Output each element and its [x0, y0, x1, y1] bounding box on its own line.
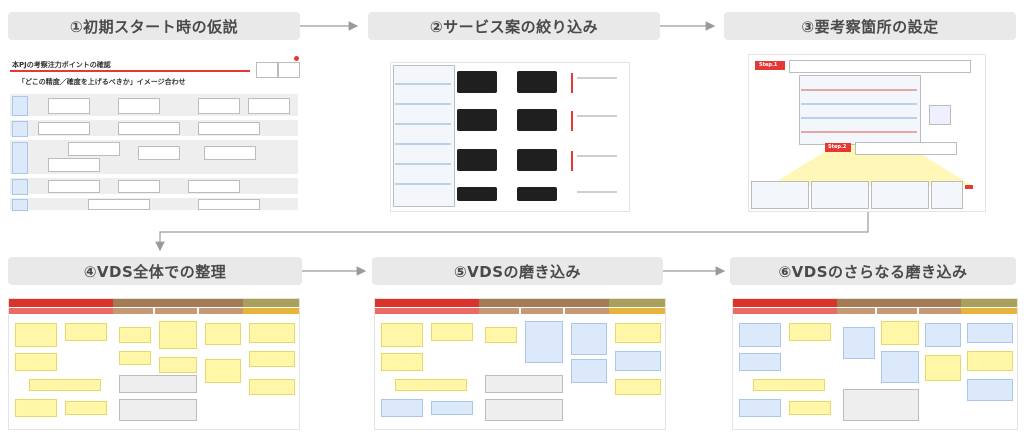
thumb1-box-d	[248, 98, 290, 114]
thumb2-dark-2	[457, 109, 497, 131]
thumb1-row-5-label	[12, 199, 28, 211]
thumb2-dark-1	[457, 71, 497, 93]
thumb1-box-m	[118, 180, 160, 193]
thumb3-mini-1	[751, 181, 809, 209]
thumb2-dark-6	[517, 109, 557, 131]
vds4-header-olive	[243, 299, 299, 307]
thumbnail-initial-hypothesis: 本PJの考察注力ポイントの確認 「どこの精度／確度を上げるべきか」イメージ合わせ	[8, 54, 302, 212]
step-label-5: ⑤VDSの磨き込み	[372, 257, 663, 285]
thumb2-dark-4	[457, 187, 497, 201]
step-label-2: ②サービス案の絞り込み	[368, 12, 660, 40]
thumb1-box-b	[118, 98, 160, 114]
step-label-3: ③要考察箇所の設定	[724, 12, 1016, 40]
thumb2-dark-7	[517, 149, 557, 171]
thumb1-box-n	[188, 180, 240, 193]
arrow-3-4	[155, 210, 869, 252]
thumb3-mini-3	[871, 181, 929, 209]
thumb1-box-e	[38, 122, 90, 135]
thumb1-box-c	[198, 98, 240, 114]
thumb3-step2-desc	[855, 142, 957, 155]
thumb1-box-j	[138, 146, 180, 160]
thumb1-box-f	[118, 122, 180, 135]
thumb1-box-o	[88, 199, 150, 210]
thumb3-step1-text: Step.1	[759, 62, 778, 68]
thumb1-row-2-label	[12, 121, 28, 137]
vds4-header-red	[9, 299, 113, 307]
thumb3-step2-badge	[825, 143, 851, 152]
thumb1-box-h	[68, 142, 120, 156]
thumbnail-vds-overall	[8, 298, 300, 430]
thumb3-step2-text: Step.2	[828, 144, 847, 150]
thumb1-box-p	[198, 199, 260, 210]
thumb2-dark-3	[457, 149, 497, 171]
thumbnail-service-narrowing	[390, 62, 630, 212]
thumb3-matrix	[799, 75, 921, 145]
step-label-6: ⑥VDSのさらなる磨き込み	[730, 257, 1016, 285]
thumb1-box-g	[198, 122, 260, 135]
thumb3-step1-desc	[789, 60, 971, 73]
vds4-header-brown	[113, 299, 243, 307]
thumb1-box-k	[204, 146, 256, 160]
step-label-4: ④VDS全体での整理	[8, 257, 302, 285]
thumb3-step1-badge	[755, 61, 785, 70]
thumbnail-vds-refinement	[374, 298, 666, 430]
thumb1-row-1-label	[12, 96, 28, 116]
thumb1-subtitle: 「どこの精度／確度を上げるべきか」イメージ合わせ	[18, 78, 186, 86]
thumb3-note	[929, 105, 951, 125]
thumb1-row-4-label	[12, 179, 28, 195]
thumb3-mini-4	[931, 181, 963, 209]
thumb1-legend-1	[256, 62, 278, 78]
thumb1-box-i	[48, 158, 100, 172]
thumb1-star	[294, 56, 299, 61]
thumb1-box-a	[48, 98, 90, 114]
thumb2-dark-8	[517, 187, 557, 201]
thumbnail-setting-points: Step.1 Step.2	[748, 54, 986, 212]
thumb3-mini-2	[811, 181, 869, 209]
step-label-1: ①初期スタート時の仮説	[8, 12, 300, 40]
thumb2-table	[393, 65, 455, 207]
thumb1-legend-2	[278, 62, 300, 78]
thumb1-row-3-label	[12, 142, 28, 174]
thumbnail-vds-further-refinement	[732, 298, 1018, 430]
thumb1-title-rule	[10, 70, 250, 72]
thumb1-title: 本PJの考察注力ポイントの確認	[12, 61, 111, 69]
thumb1-box-l	[48, 180, 100, 193]
thumb2-dark-5	[517, 71, 557, 93]
